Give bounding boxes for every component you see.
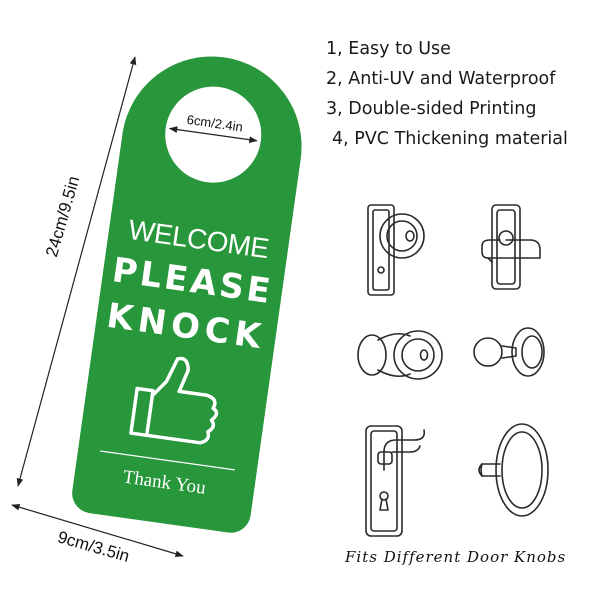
fits-caption: Fits Different Door Knobs bbox=[345, 548, 567, 566]
hole-dimension-label: 6cm/2.4in bbox=[186, 112, 244, 135]
width-dimension-label: 9cm/3.5in bbox=[55, 527, 131, 566]
width-dimension-line bbox=[11, 503, 184, 558]
hook-on-keyhole-plate-icon bbox=[365, 425, 426, 537]
height-dimension-line bbox=[16, 56, 137, 487]
lever-handle-on-plate-icon bbox=[481, 204, 541, 290]
height-dimension-label: 24cm/9.5in bbox=[42, 174, 83, 259]
hole-dimension-line bbox=[168, 126, 258, 144]
feature-item: 3, Double-sided Printing bbox=[326, 99, 537, 119]
round-knob-on-plate-icon bbox=[367, 204, 425, 296]
feature-item: 1, Easy to Use bbox=[326, 39, 451, 59]
feature-list: 1, Easy to Use 2, Anti-UV and Waterproof… bbox=[318, 34, 598, 154]
door-hanger-sign: 6cm/2.4in WELCOME PLEASE KNOCK Thank You bbox=[72, 56, 302, 533]
mushroom-knob-icon bbox=[473, 327, 545, 377]
oval-rosette-knob-icon bbox=[478, 423, 549, 517]
round-knob-with-rosette-icon bbox=[357, 330, 443, 380]
feature-item: 4, PVC Thickening material bbox=[332, 129, 568, 149]
feature-item: 2, Anti-UV and Waterproof bbox=[326, 69, 556, 89]
